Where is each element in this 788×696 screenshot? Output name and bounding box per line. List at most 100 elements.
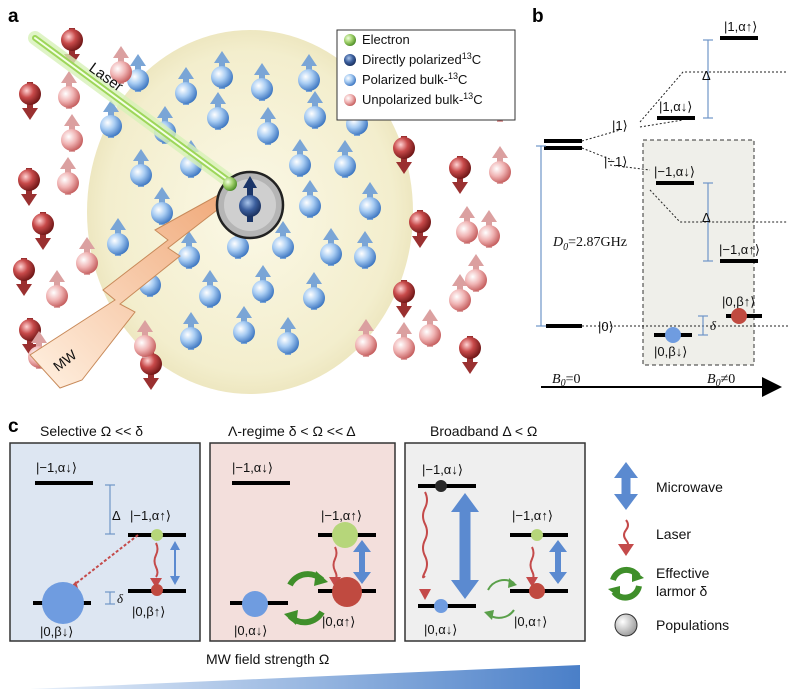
polarized-spin <box>151 187 173 225</box>
regime-title-broadband: Broadband Δ < Ω <box>430 423 537 439</box>
polarized-spin <box>298 54 320 92</box>
legend-a-item-2: Polarized bulk-13C <box>362 71 467 87</box>
level-one-up: |1,α↑⟩ <box>724 19 757 34</box>
axis-b0-nonzero: B0≠0 <box>707 372 735 389</box>
polarized-spin <box>233 306 255 344</box>
level-zero-beta-up: |0,β↑⟩ <box>722 294 755 309</box>
polarized-spin <box>207 92 229 130</box>
polarized-spin <box>359 182 381 220</box>
unpolarized-spin <box>393 322 415 360</box>
legend-c <box>608 462 644 637</box>
delta-label-top: Δ <box>702 68 711 83</box>
panel-a-label: a <box>8 6 19 27</box>
population-beta-up <box>731 308 747 324</box>
polarized-spin <box>180 312 202 350</box>
unpolarized-spin <box>61 114 83 152</box>
population-beta-down <box>665 327 681 343</box>
polarized-spin <box>127 54 149 92</box>
c3-zero-alpha-up: |0,α↑⟩ <box>514 614 547 629</box>
laser-beam <box>28 31 239 190</box>
unpolarized-spin <box>19 82 41 120</box>
c1-delta: Δ <box>112 508 121 523</box>
zero-field-levels <box>544 139 582 328</box>
axis-b0-zero: B0=0 <box>552 372 580 389</box>
regime-box-lambda <box>209 442 396 642</box>
legend-populations: Populations <box>656 617 729 633</box>
c1-m1-down: |−1,α↓⟩ <box>36 460 77 475</box>
mw-strength-label: MW field strength Ω <box>206 651 329 667</box>
electron-dot <box>223 177 237 191</box>
unpolarized-spin <box>13 258 35 296</box>
unpolarized-spin <box>140 352 162 390</box>
level-zero-beta-down: |0,β↓⟩ <box>654 344 687 359</box>
unpolarized-spin <box>355 319 377 357</box>
legend-a-swatch-1 <box>344 54 356 66</box>
unpolarized-spin <box>449 274 471 312</box>
polarized-spin <box>175 67 197 105</box>
unpolarized-spin <box>478 210 500 248</box>
c2-m1-up: |−1,α↑⟩ <box>321 508 362 523</box>
polarized-spin <box>252 265 274 303</box>
legend-a-item-3: Unpolarized bulk-13C <box>362 91 483 107</box>
polarized-spin <box>334 140 356 178</box>
legend-larmor: larmor δ <box>656 583 708 599</box>
legend-laser: Laser <box>656 526 691 542</box>
unpolarized-spin <box>110 46 132 84</box>
polarized-spin <box>199 270 221 308</box>
unpolarized-spin <box>489 146 511 184</box>
unpolarized-spin <box>58 71 80 109</box>
legend-microwave: Microwave <box>656 479 723 495</box>
unpolarized-spin <box>18 168 40 206</box>
legend-a-item-0: Electron <box>362 32 410 47</box>
delta-brackets <box>698 39 713 336</box>
mw-strength-wedge <box>30 665 580 689</box>
unpolarized-spin <box>19 318 41 356</box>
regime-title-lambda: Λ-regime δ < Ω << Δ <box>228 423 356 439</box>
polarized-spin <box>304 91 326 129</box>
polarized-spin <box>257 107 279 145</box>
polarized-spin <box>272 221 294 259</box>
polarized-spin <box>100 100 122 138</box>
polarized-spin <box>211 51 233 89</box>
unpolarized-spin <box>465 254 487 292</box>
level-one-down: |1,α↓⟩ <box>659 99 692 114</box>
c3-zero-alpha-down: |0,α↓⟩ <box>424 622 457 637</box>
field-split-box <box>642 139 755 366</box>
polarized-spin <box>320 228 342 266</box>
level-plus1: |1⟩ <box>612 118 628 133</box>
legend-a-swatch-0 <box>344 34 356 46</box>
legend-a-swatch-2 <box>344 74 356 86</box>
c3-m1-up: |−1,α↑⟩ <box>512 508 553 523</box>
polarized-spin <box>303 272 325 310</box>
polarized-spin <box>277 317 299 355</box>
d0-label: D0=2.87GHz <box>552 235 627 253</box>
c1-zero-beta-down: |0,β↓⟩ <box>40 624 73 639</box>
c2-zero-alpha-up: |0,α↑⟩ <box>322 614 355 629</box>
unpolarized-spin <box>32 212 54 250</box>
small-delta-label: δ <box>710 318 717 333</box>
c1-m1-up: |−1,α↑⟩ <box>130 508 171 523</box>
legend-effective: Effective <box>656 565 710 581</box>
level-minus1: |−1⟩ <box>604 154 627 169</box>
d0-bracket <box>536 145 546 327</box>
panel-b-label: b <box>532 6 544 27</box>
level-m1-down: |−1,α↓⟩ <box>654 164 695 179</box>
panel-c-label: c <box>8 416 19 437</box>
legend-a-swatch-3 <box>344 94 356 106</box>
unpolarized-spin <box>46 270 68 308</box>
unpolarized-spin <box>76 237 98 275</box>
unpolarized-spin <box>57 157 79 195</box>
unpolarized-spin <box>449 156 471 194</box>
regime-box-selective <box>9 442 201 642</box>
c2-zero-alpha-down: |0,α↓⟩ <box>234 623 267 638</box>
unpolarized-spin <box>61 28 83 66</box>
c2-m1-down: |−1,α↓⟩ <box>232 460 273 475</box>
regime-title-selective: Selective Ω << δ <box>40 423 143 439</box>
direct-13c-spin <box>239 176 261 222</box>
broadband-diagram <box>418 480 568 620</box>
lambda-diagram <box>230 481 376 626</box>
unpolarized-spin <box>419 309 441 347</box>
level-connectors <box>581 71 788 327</box>
c1-small-delta: δ <box>117 591 124 606</box>
